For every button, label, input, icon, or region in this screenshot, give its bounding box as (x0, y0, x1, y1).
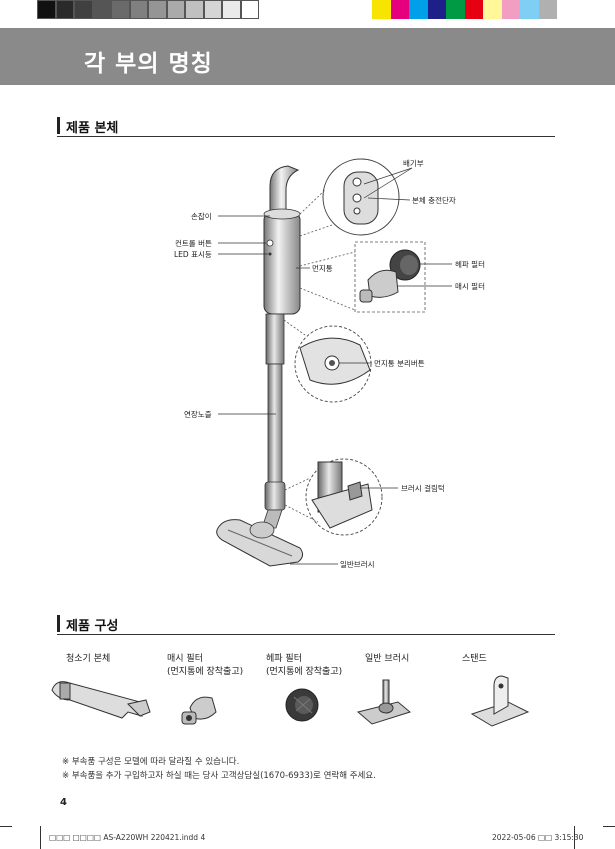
contents-item-label: 매시 필터(먼지통에 장착출고) (167, 654, 244, 677)
color-swatch (372, 0, 391, 19)
stand-illustration (470, 675, 530, 727)
general-brush-illustration (356, 679, 412, 725)
crop-mark (40, 826, 41, 849)
page-number: 4 (60, 797, 67, 808)
color-swatch (538, 0, 557, 19)
section-marker (57, 615, 60, 632)
gray-swatch (129, 0, 148, 19)
contents-illustrations (51, 675, 530, 727)
contents-item-label: 일반 브러시 (365, 654, 410, 664)
crop-mark (603, 826, 615, 827)
contents-item-label: 스탠드 (462, 654, 487, 664)
color-swatch (520, 0, 539, 19)
section-rule (57, 634, 555, 635)
label-extension-nozzle: 연장노즐 (184, 410, 212, 419)
label-general-brush: 일반브러시 (340, 560, 375, 569)
section-rule (57, 136, 555, 137)
main-body (263, 211, 301, 315)
footer-timestamp: 2022-05-06 □□ 3:15:30 (492, 833, 584, 842)
label-control-button: 컨트롤 버튼 (175, 239, 212, 248)
color-swatch (409, 0, 428, 19)
section-title-body: 제품 본체 (66, 121, 119, 136)
control-button-shape (266, 239, 274, 247)
mesh-filter-illustration (181, 696, 217, 725)
label-mesh-filter: 매시 필터 (455, 282, 485, 291)
gray-swatch (92, 0, 111, 19)
color-swatch (483, 0, 502, 19)
gray-swatch (166, 0, 185, 19)
gray-swatch (148, 0, 167, 19)
label-handle: 손잡이 (191, 212, 212, 221)
label-led: LED 표시등 (174, 250, 212, 259)
gray-swatch (74, 0, 93, 19)
hepa-filter-illustration (285, 688, 319, 722)
gray-swatch (203, 0, 222, 19)
crop-mark (0, 826, 12, 827)
gray-swatch (37, 0, 56, 19)
note-line: ※ 부속품을 추가 구입하고자 하실 때는 당사 고객상담실(1670-6933… (62, 771, 376, 781)
note-line: ※ 부속품 구성은 모델에 따라 달라질 수 있습니다. (62, 757, 240, 767)
contents-item-label: 청소기 본체 (66, 654, 111, 664)
contents-item-label: 헤파 필터(먼지통에 장착출고) (266, 654, 343, 677)
extension-tube (265, 313, 285, 365)
color-swatch (390, 0, 409, 19)
vacuum-body-illustration (51, 681, 151, 719)
gray-swatch (222, 0, 241, 19)
crop-mark (574, 826, 575, 849)
gray-swatch (240, 0, 259, 19)
gray-swatch (55, 0, 74, 19)
color-swatch (446, 0, 465, 19)
footer-file: □□□ □□□□ AS-A220WH 220421.indd 4 (49, 833, 206, 842)
section-title-contents: 제품 구성 (66, 619, 119, 634)
label-charge-terminal: 본체 충전단자 (412, 196, 456, 205)
vacuum-diagram (216, 158, 452, 567)
color-swatch (427, 0, 446, 19)
page-title: 각 부의 명칭 (84, 51, 213, 77)
label-bin-release: 먼지통 분리버튼 (374, 359, 425, 368)
color-swatch (464, 0, 483, 19)
section-marker (57, 117, 60, 134)
label-hepa-filter: 헤파 필터 (455, 260, 485, 269)
color-swatch (501, 0, 520, 19)
header-band (0, 28, 615, 85)
label-vent: 배기부 (403, 159, 424, 168)
label-brush-hook: 브러시 걸림턱 (401, 484, 445, 493)
mesh-filter-shape (367, 269, 399, 298)
handle (269, 165, 300, 223)
label-dust-bin: 먼지통 (312, 264, 333, 273)
gray-swatch (111, 0, 130, 19)
gray-swatch (185, 0, 204, 19)
